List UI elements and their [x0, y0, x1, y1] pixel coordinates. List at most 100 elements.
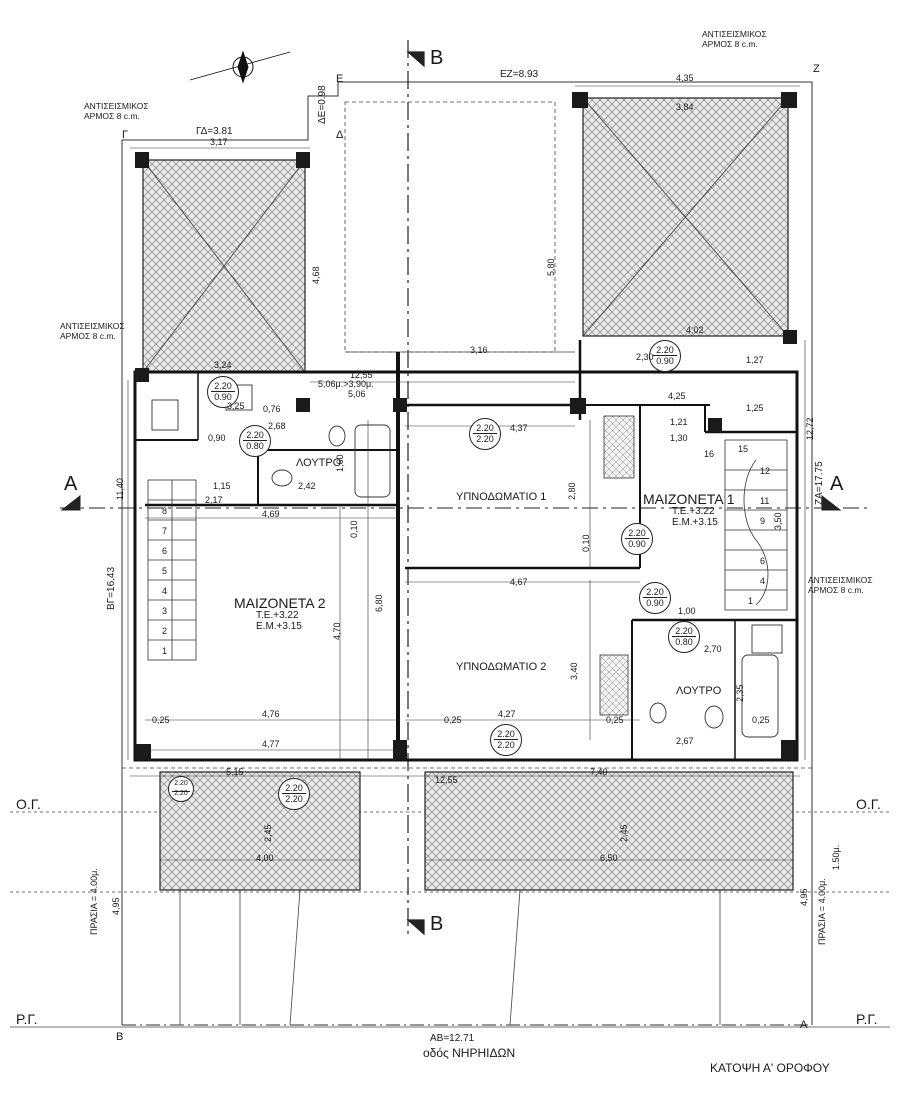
- room-maisonette1-em: Ε.Μ.+3.15: [672, 517, 718, 528]
- dim-2-70: 2,70: [704, 644, 722, 654]
- stair-step-number: 1: [748, 596, 754, 606]
- edge-de: ΔΕ=0.98: [317, 85, 328, 124]
- dim-v-2-45-a: 2,45: [263, 824, 273, 842]
- level-og-left: Ο.Γ.: [16, 796, 41, 812]
- dim-1-30: 1,30: [670, 433, 688, 443]
- room-bedroom2: ΥΠΝΟΔΩΜΑΤΙΟ 2: [456, 661, 547, 673]
- dim-3-17: 3,17: [210, 137, 228, 147]
- dim-0-76: 0,76: [263, 404, 281, 414]
- stair-step-number: 5: [162, 566, 168, 576]
- dim-v-3-50: 3,50: [773, 512, 783, 530]
- corner-a: A: [800, 1019, 808, 1031]
- room-maisonette1-name: ΜΑΙΖΟΝΕΤΑ 1: [643, 491, 735, 507]
- dim-1-15: 1,15: [213, 481, 231, 491]
- dim-3-25: 3,25: [227, 401, 245, 411]
- section-line-a: [60, 494, 868, 511]
- corner-b: B: [116, 1031, 124, 1043]
- stair-step-number: 4: [760, 576, 766, 586]
- level-rg-right: Ρ.Γ.: [856, 1011, 878, 1027]
- dim-1-21: 1,21: [670, 417, 688, 427]
- dim-4-00: 4,00: [256, 853, 274, 863]
- room-maisonette2-name: ΜΑΙΖΟΝΕΤΑ 2: [234, 595, 326, 611]
- section-mark-b-top: B: [430, 47, 444, 69]
- dim-4-67: 4,67: [510, 577, 528, 587]
- north-arrow-icon: [189, 50, 291, 84]
- dim-4-77: 4,77: [262, 739, 280, 749]
- dim-3-84: 3,84: [676, 102, 694, 112]
- corner-z: Z: [813, 63, 820, 75]
- dim-0-25-b: 0,25: [444, 715, 462, 725]
- room-bedroom1: ΥΠΝΟΔΩΜΑΤΙΟ 1: [456, 491, 547, 503]
- stair-step-number: 6: [760, 556, 766, 566]
- dim-v-1-60: 1,60: [335, 454, 345, 472]
- setback-right: ΠΡΑΣΙΑ = 4.00μ.: [817, 878, 827, 945]
- section-mark-a-right: A: [830, 473, 844, 495]
- drawing-title: ΚΑΤΟΨΗ Α' ΟΡΟΦΟΥ: [710, 1061, 830, 1075]
- dim-v-4-95-a: 4,95: [111, 897, 121, 915]
- corner-e: E: [336, 73, 344, 85]
- stair-step-number: 2: [162, 626, 168, 636]
- dim-v-4-68: 4,68: [311, 266, 321, 284]
- dim-4-76: 4,76: [262, 709, 280, 719]
- stair-step-number: 12: [760, 466, 771, 476]
- light-well-right: [582, 97, 789, 337]
- building-walls: [133, 340, 799, 762]
- dim-6-50: 6,50: [600, 853, 618, 863]
- balcony-depth-right: 1.50μ.: [831, 844, 841, 870]
- dim-0-25-d: 0,25: [752, 715, 770, 725]
- dim-1-27: 1,27: [746, 355, 764, 365]
- room-maisonette2-em: Ε.Μ.+3.15: [256, 621, 302, 632]
- stair-step-number: 15: [738, 444, 749, 454]
- dim-5-06-b: 5,06: [348, 389, 366, 399]
- dim-v-2-35: 2,35: [735, 684, 745, 702]
- dim-v-2-45-b: 2,45: [619, 824, 629, 842]
- edge-za: ΖΑ=17.75: [814, 461, 825, 505]
- setback-left: ΠΡΑΣΙΑ = 4.00μ.: [89, 868, 99, 935]
- dim-3-24: 3,24: [214, 360, 232, 370]
- dim-4-27: 4,27: [498, 709, 516, 719]
- central-courtyard: [344, 101, 575, 353]
- dim-v-5-80: 5,80: [546, 258, 556, 276]
- room-bath-left: ΛΟΥΤΡΟ: [296, 457, 342, 469]
- level-og-right: Ο.Γ.: [856, 796, 881, 812]
- dim-5-06-a: 5,06μ.>3,90μ.: [318, 379, 374, 389]
- dim-7-40: 7,40: [590, 767, 608, 777]
- stair-left: [147, 479, 197, 661]
- dim-v-4-70: 4,70: [332, 622, 342, 640]
- dim-12-55-top: 12,55: [350, 370, 373, 380]
- dim-v-0-10-a: 0,10: [349, 520, 359, 538]
- plot-boundary: [121, 81, 813, 1026]
- room-bath-right: ΛΟΥΤΡΟ: [676, 685, 722, 697]
- edge-ez: EZ=8.93: [500, 69, 539, 80]
- dim-0-25-a: 0,25: [152, 715, 170, 725]
- dim-v-0-10-b: 0,10: [581, 534, 591, 552]
- dim-v-11-40: 11,40: [115, 478, 125, 500]
- section-mark-a-left: A: [64, 473, 78, 495]
- dimension-lines: [127, 85, 806, 861]
- dim-4-25: 4,25: [668, 391, 686, 401]
- section-line-b: [406, 40, 425, 936]
- dim-0-90: 0,90: [208, 433, 226, 443]
- edge-ab: ΑΒ=12.71: [430, 1033, 475, 1044]
- stair-step-number: 4: [162, 586, 168, 596]
- structural-columns: [135, 92, 797, 760]
- dim-12-55-bottom: 12,55: [435, 775, 458, 785]
- edge-gd: ΓΔ=3.81: [196, 126, 233, 137]
- light-well-left: [142, 159, 306, 373]
- edge-bg: ΒΓ=16.43: [106, 566, 117, 610]
- dim-1-00: 1,00: [678, 606, 696, 616]
- bath-fixtures-left: [151, 384, 391, 498]
- dim-v-6-80: 6,80: [374, 594, 384, 612]
- dim-3-16: 3,16: [470, 345, 488, 355]
